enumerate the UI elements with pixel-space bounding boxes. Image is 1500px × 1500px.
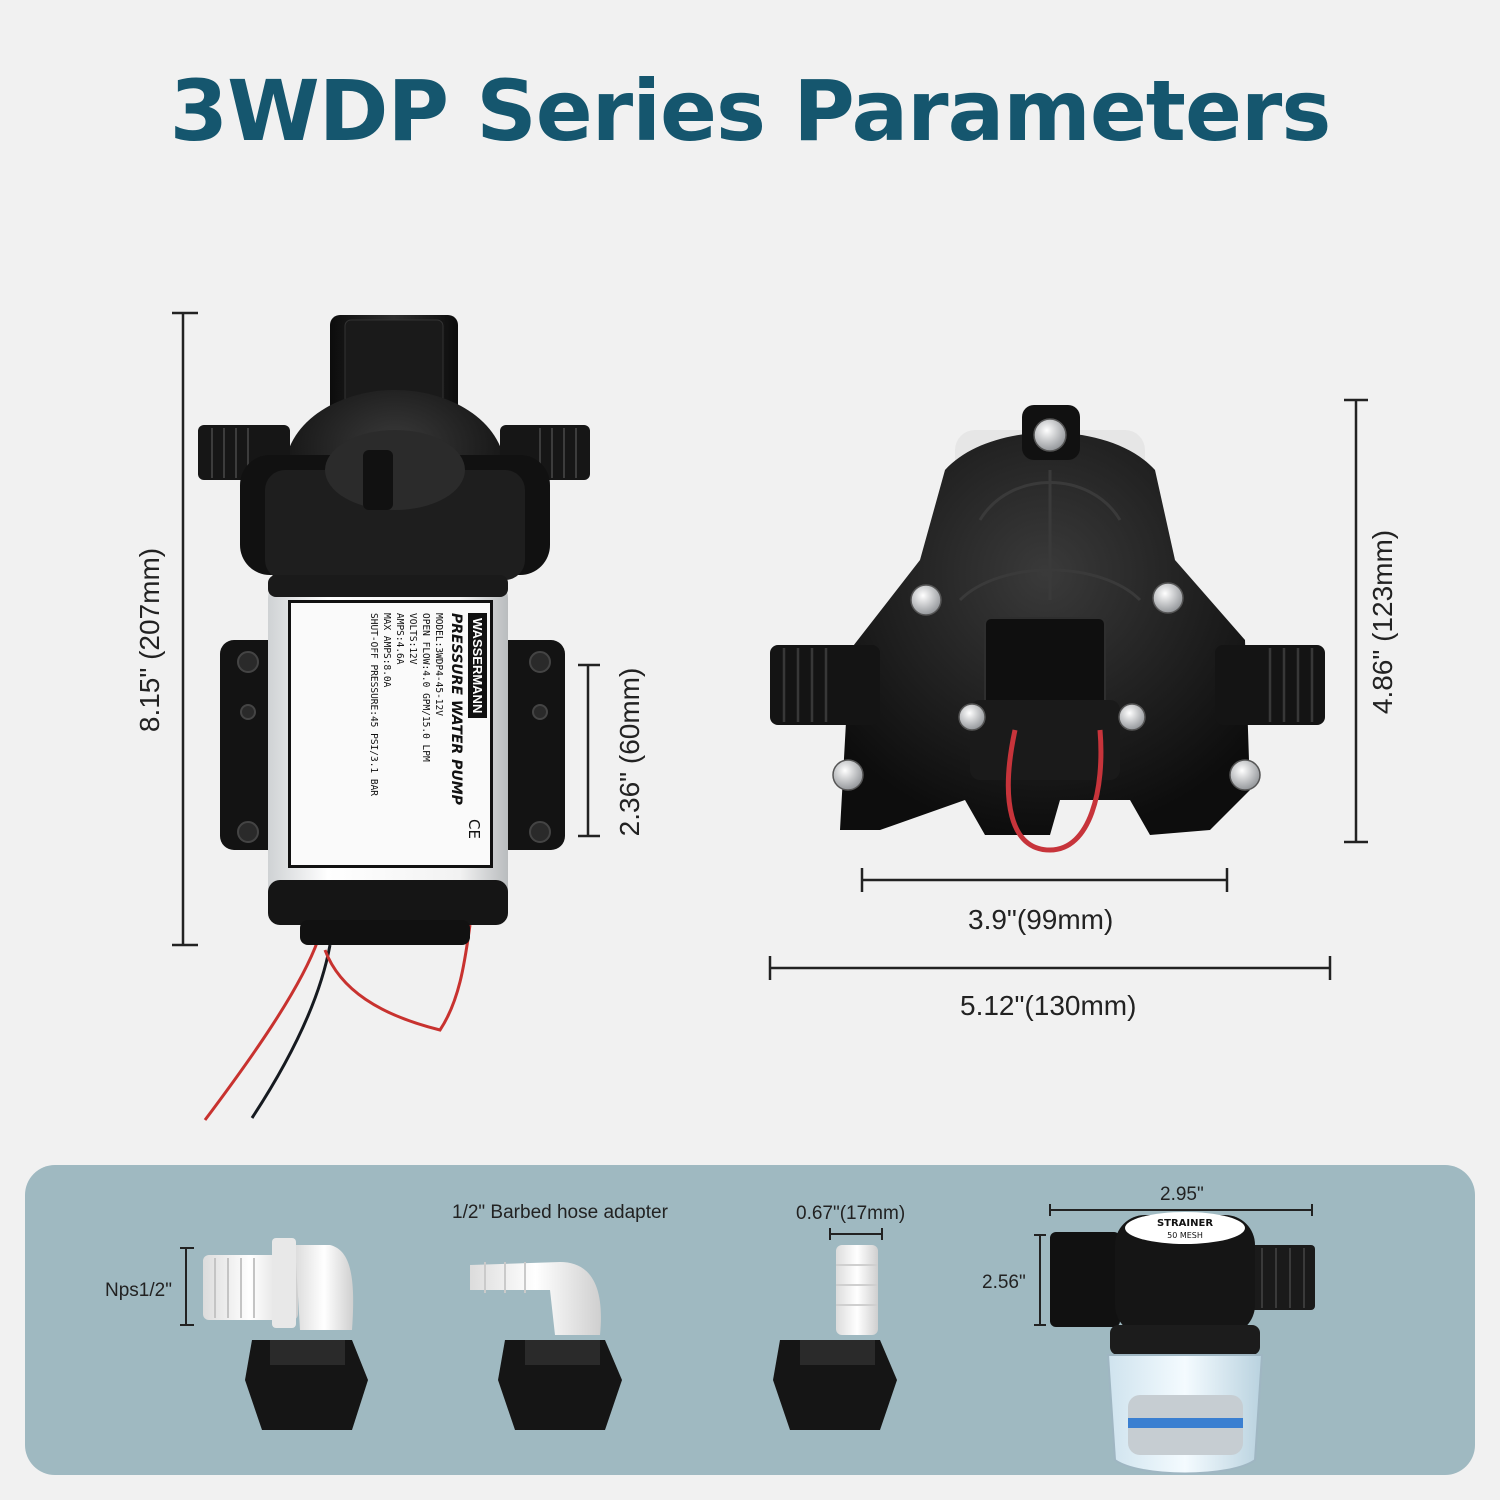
front-view-pump (768, 398, 1368, 980)
small-barb-label: 0.67"(17mm) (796, 1203, 906, 1224)
strainer-fitting (1034, 1204, 1315, 1475)
strainer-mesh: 50 MESH (1167, 1231, 1203, 1240)
pump-wires (203, 924, 472, 1121)
nps-label: Nps1/2" (105, 1280, 172, 1301)
pump-spec-label: WASSERMANN PRESSURE WATER PUMP MODEL:3WD… (288, 600, 493, 868)
inner-width-dimension-line (860, 868, 1229, 892)
straight-barb-fitting (773, 1228, 897, 1430)
height-dimension-line (172, 311, 198, 947)
strainer-width-label: 2.95" (1160, 1184, 1204, 1205)
barbed-adapter-label: 1/2" Barbed hose adapter (452, 1202, 668, 1223)
page-title: 3WDP Series Parameters (169, 62, 1332, 160)
strainer-height-label: 2.56" (982, 1272, 1026, 1293)
front-inner-width-label: 3.9"(99mm) (968, 904, 1114, 935)
barbed-elbow-fitting (470, 1262, 622, 1430)
strainer-name: STRAINER (1156, 1218, 1214, 1229)
bracket-dimension-line (578, 663, 600, 838)
front-height-dimension-line (1344, 398, 1368, 844)
front-outer-width-label: 5.12"(130mm) (960, 990, 1137, 1021)
threaded-elbow-fitting (203, 1238, 368, 1430)
outer-width-dimension-line (768, 956, 1332, 980)
